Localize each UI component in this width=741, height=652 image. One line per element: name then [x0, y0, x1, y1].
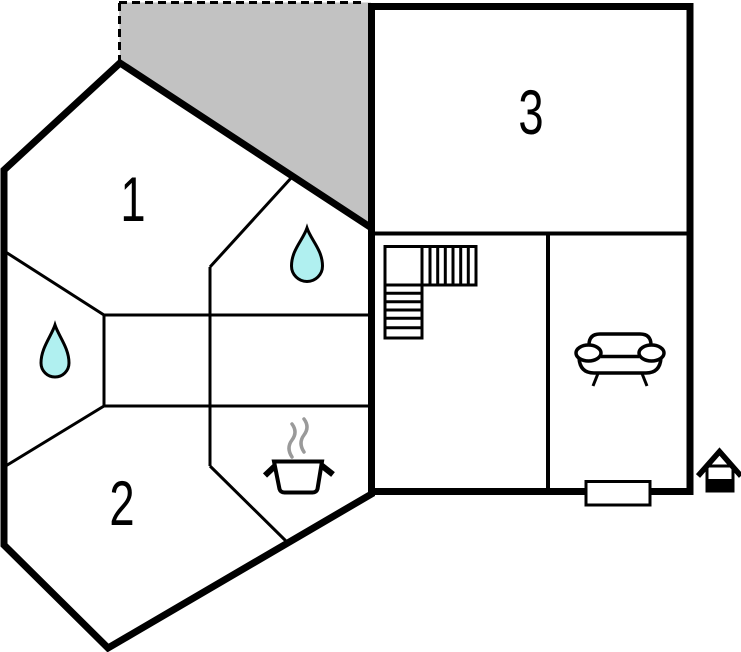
interior-walls-left-building	[3, 175, 368, 545]
open-area-fill	[119, 2, 371, 231]
wall-kitchen-diagonal	[208, 464, 290, 545]
open-area	[118, 1, 371, 231]
room-3-label: 3	[518, 77, 543, 148]
sofa-icon	[574, 332, 666, 387]
wall-bath-room2	[3, 404, 105, 469]
water-drop-icon	[39, 320, 71, 379]
steam-icon	[287, 417, 309, 459]
right-building-outline	[368, 3, 694, 495]
stairs-icon	[383, 245, 478, 340]
interior-walls-right-building	[372, 231, 687, 488]
wall-bath2-diagonal	[208, 175, 294, 269]
wall-room1-bath	[3, 249, 105, 317]
entrance-house-icon	[695, 447, 741, 493]
water-drop-icon	[289, 223, 325, 283]
window-marker	[584, 480, 652, 507]
room-2-label: 2	[109, 468, 134, 539]
pot-body	[271, 459, 325, 495]
cooking-pot-icon	[262, 417, 335, 495]
room-1-label: 1	[120, 164, 145, 235]
